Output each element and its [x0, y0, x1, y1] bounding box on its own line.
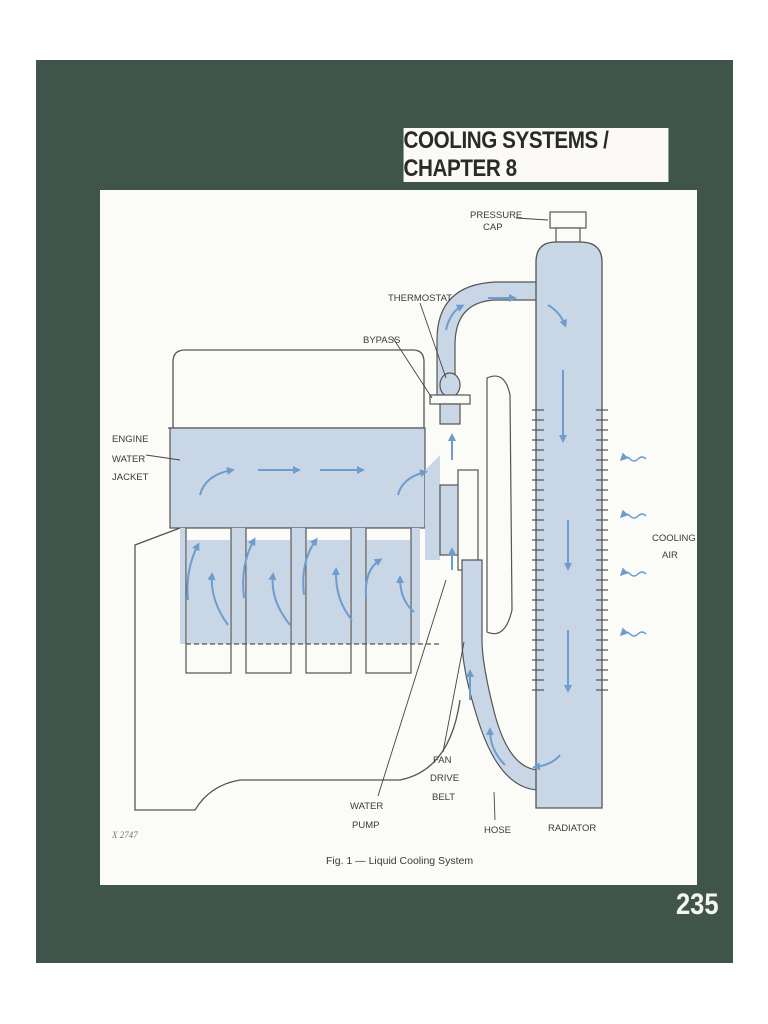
coolant-flow-arrows: [186, 294, 572, 771]
label-water-pump-line2: PUMP: [352, 820, 379, 831]
fan: [486, 375, 513, 635]
label-cooling-air-line2: AIR: [662, 550, 678, 561]
thermostat: [429, 372, 471, 425]
page-number: 235: [676, 888, 719, 921]
figure-code: X 2747: [111, 830, 138, 840]
label-pressure-cap-line2: CAP: [483, 222, 503, 233]
label-radiator: RADIATOR: [548, 823, 596, 834]
cooling-air-arrows: [619, 452, 647, 637]
label-hose: HOSE: [484, 825, 511, 836]
label-bypass: BYPASS: [363, 335, 400, 346]
radiator: [535, 211, 603, 809]
label-thermostat: THERMOSTAT: [388, 293, 452, 304]
label-fan-line1: FAN: [433, 755, 452, 766]
coolant-cylinder-fill: [187, 540, 410, 644]
figure-caption: Fig. 1 — Liquid Cooling System: [326, 855, 473, 867]
label-water-pump-line1: WATER: [350, 801, 383, 812]
label-pressure-cap-line1: PRESSURE: [470, 210, 522, 221]
label-engine-line2: WATER: [112, 454, 145, 465]
label-fan-line2: DRIVE: [430, 773, 459, 784]
radiator-fins: [532, 409, 608, 691]
water-pump: [439, 469, 479, 571]
label-engine-line1: ENGINE: [112, 434, 148, 445]
leader-lines: [145, 217, 549, 821]
chapter-header: COOLING SYSTEMS / CHAPTER 8: [403, 127, 669, 182]
label-cooling-air-line1: COOLING: [652, 533, 696, 544]
label-fan-line3: BELT: [432, 792, 455, 803]
label-engine-line3: JACKET: [112, 472, 149, 483]
